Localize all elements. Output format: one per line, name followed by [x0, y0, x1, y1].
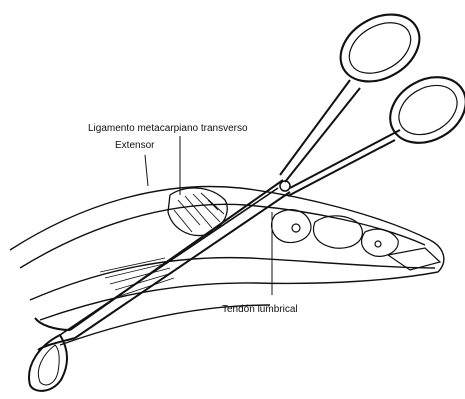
scissors-pivot — [280, 181, 290, 191]
phalanges — [272, 210, 399, 257]
extensor-leader — [145, 155, 148, 186]
extensor-label: Extensor — [115, 140, 155, 151]
ligamento-label: Ligamento metacarpiano transverso — [88, 123, 248, 134]
tendon-label: Tendón lumbrical — [222, 304, 298, 315]
scissors — [29, 1, 465, 391]
leader-lines — [145, 136, 272, 295]
scissors-upper-ring — [329, 1, 432, 95]
